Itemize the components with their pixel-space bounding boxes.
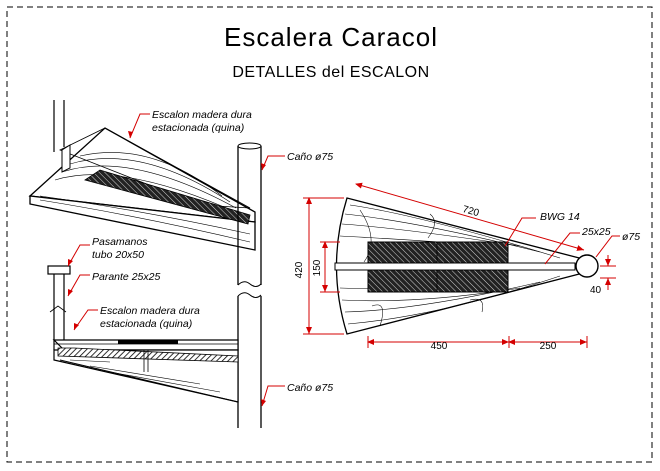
label-pipe-top: Caño ø75 — [287, 151, 333, 163]
upper-tread — [28, 127, 256, 251]
plan-view: 720 420 150 450 250 40 BWG 14 25x25 ø75 — [294, 182, 640, 352]
sheet-border — [6, 6, 653, 463]
handrail-cap — [47, 265, 71, 275]
central-pipe-upper — [237, 142, 262, 287]
dim-height-inner: 150 — [312, 259, 323, 276]
drawing-subtitle: DETALLES del ESCALON — [232, 64, 429, 81]
label-tread-top-2: estacionada (quina) — [152, 122, 244, 134]
label-baluster: Parante 25x25 — [92, 271, 160, 283]
dim-bottom-right: 250 — [540, 341, 557, 352]
label-handrail: Pasamanos — [92, 236, 148, 248]
lower-tread-section — [52, 339, 239, 403]
steel-block-1 — [367, 241, 509, 265]
label-square: 25x25 — [581, 226, 611, 238]
label-pipe-bottom: Caño ø75 — [287, 382, 333, 394]
left-view-leaders — [67, 113, 285, 407]
left-elevation-view: Escalon madera dura estacionada (quina) … — [28, 100, 333, 428]
steel-block-2 — [367, 269, 509, 293]
drawing-title: Escalera Caracol — [224, 22, 438, 52]
baluster — [49, 274, 67, 350]
label-bwg: BWG 14 — [540, 211, 580, 223]
central-pipe-lower — [237, 292, 262, 428]
dim-diagonal: 720 — [461, 204, 480, 219]
label-pipe-diameter: ø75 — [622, 231, 640, 243]
label-tread-side-2: estacionada (quina) — [100, 318, 192, 330]
central-pipe-section — [575, 254, 599, 278]
dim-pipe-offset: 40 — [590, 285, 602, 296]
label-tread-top: Escalon madera dura — [152, 109, 252, 121]
dim-bottom-left: 450 — [431, 341, 448, 352]
label-tread-side: Escalon madera dura — [100, 305, 200, 317]
label-handrail-2: tubo 20x50 — [92, 249, 144, 261]
dim-height-total: 420 — [294, 261, 305, 278]
plan-dimensions — [303, 182, 620, 348]
central-bar — [334, 262, 576, 271]
